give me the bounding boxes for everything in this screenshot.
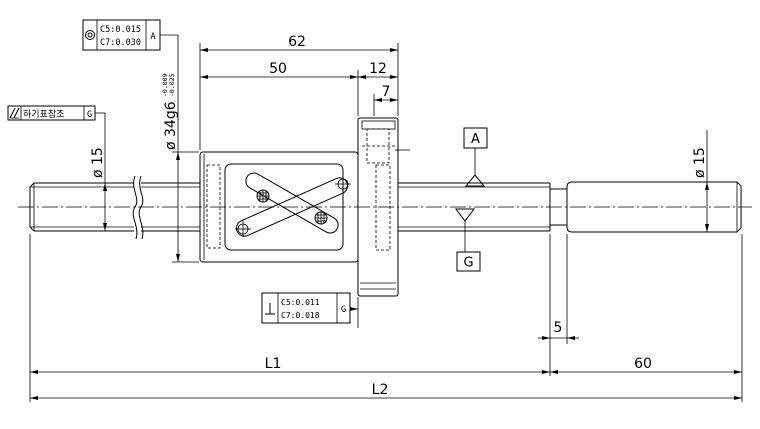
parallelism-icon xyxy=(9,107,20,119)
bottom-extension-lines xyxy=(29,234,743,402)
parallelism-icon-stroke-1 xyxy=(9,107,16,119)
arrowhead xyxy=(705,224,709,232)
ball-nut xyxy=(199,151,359,263)
arrowhead xyxy=(30,396,38,400)
arrowhead xyxy=(200,48,208,52)
tube-end-marker-1 xyxy=(235,221,251,237)
dimension-shaft-diameter-left: ø 15 xyxy=(90,113,107,231)
dimension-shaft-diameter-right: ø 15 xyxy=(692,130,709,232)
nut-diameter-tolerance-upper: -0.009 xyxy=(161,73,169,97)
arrowhead xyxy=(200,75,208,79)
dimension-60: 60 xyxy=(550,356,742,374)
dimension-text-50: 50 xyxy=(269,61,287,77)
parallelism-icon-stroke-2 xyxy=(13,107,20,119)
parallelism-note: 하기표참조 xyxy=(23,109,64,120)
nut-window xyxy=(224,163,344,251)
dimension-62: 62 xyxy=(199,34,399,150)
arrowhead xyxy=(542,370,550,374)
arrowhead xyxy=(103,183,107,191)
dimension-text-60: 60 xyxy=(634,356,652,372)
return-tube-2-outline xyxy=(245,172,339,234)
arrowhead xyxy=(567,336,575,340)
arrowhead xyxy=(358,75,366,79)
arrowhead xyxy=(705,182,709,190)
arrowhead xyxy=(176,254,180,262)
arrowhead xyxy=(103,223,107,231)
return-tube-2 xyxy=(245,172,339,234)
parallelism-frame: 하기표참조 G xyxy=(7,105,105,121)
concentricity-tolerance-c5: C5:0.015 xyxy=(100,25,141,35)
concentricity-icon-outer xyxy=(85,30,95,40)
dimension-nut-diameter: ø 34g6 -0.009 -0.025 xyxy=(161,35,199,263)
dimension-text-12: 12 xyxy=(369,61,387,77)
perpendicularity-tolerance-c7: C7:0.018 xyxy=(281,311,320,320)
dimension-text-L2: L2 xyxy=(372,382,389,398)
concentricity-icon-inner xyxy=(87,32,93,38)
perpendicularity-icon xyxy=(265,303,275,315)
perpendicularity-frame: C5:0.011 C7:0.018 G xyxy=(261,292,359,328)
dimension-L1: L1 xyxy=(30,356,550,374)
dimension-text-62: 62 xyxy=(288,34,306,50)
shaft-break-line-1 xyxy=(132,175,138,240)
nut-diameter-tolerance-lower: -0.025 xyxy=(168,73,176,97)
dimension-7: 7 xyxy=(373,84,398,116)
dimension-text-L1: L1 xyxy=(265,356,282,372)
dimension-12: 12 xyxy=(358,61,398,79)
datum-g-triangle xyxy=(455,208,475,222)
tube-end-marker-2 xyxy=(335,176,351,192)
perpendicularity-tolerance-c5: C5:0.011 xyxy=(281,298,320,307)
arrowhead xyxy=(390,75,398,79)
datum-g: G xyxy=(455,208,481,272)
dimension-text-5: 5 xyxy=(554,320,563,336)
ball-symbol-1 xyxy=(256,189,270,203)
nut-flange xyxy=(357,117,410,297)
arrowhead xyxy=(350,75,358,79)
flange-bore-hidden xyxy=(375,164,391,251)
arrowhead xyxy=(390,48,398,52)
concentricity-icon xyxy=(85,30,95,40)
dimension-L2: L2 xyxy=(30,382,742,400)
arrowhead xyxy=(176,152,180,160)
screw-shaft xyxy=(29,175,742,240)
arrowhead xyxy=(374,98,382,102)
shaft-left-end xyxy=(29,182,35,232)
arrowhead xyxy=(30,370,38,374)
concentricity-tolerance-c7: C7:0.030 xyxy=(100,38,141,48)
datum-a-triangle xyxy=(464,174,486,187)
datum-a-box xyxy=(463,127,488,149)
arrowhead xyxy=(350,307,358,311)
perpendicularity-datum: G xyxy=(341,305,346,315)
shaft-diameter-left-text: ø 15 xyxy=(90,147,106,178)
nut-diameter-text: ø 34g6 xyxy=(163,101,179,150)
flange-outline xyxy=(357,117,399,297)
arrowhead xyxy=(542,336,550,340)
arrowhead xyxy=(734,370,742,374)
parallelism-datum: G xyxy=(87,110,92,120)
dimension-50: 50 xyxy=(200,61,359,116)
shaft-diameter-right-text: ø 15 xyxy=(692,147,708,178)
datum-g-label: G xyxy=(463,256,473,271)
arrowhead xyxy=(550,370,558,374)
datum-g-box xyxy=(456,251,481,272)
dimension-text-7: 7 xyxy=(382,84,391,100)
datum-a: A xyxy=(463,127,488,187)
arrowhead xyxy=(734,396,742,400)
concentricity-frame: C5:0.015 C7:0.030 A xyxy=(82,19,178,51)
arrowhead xyxy=(390,98,398,102)
concentricity-datum: A xyxy=(150,32,155,42)
shaft-break-line-2 xyxy=(138,175,144,240)
dimension-5: 5 xyxy=(538,320,579,340)
nut-seal-hidden xyxy=(206,164,221,249)
ball-symbol-2 xyxy=(314,211,328,225)
datum-a-label: A xyxy=(471,132,480,147)
shaft-end-journal xyxy=(566,181,742,233)
